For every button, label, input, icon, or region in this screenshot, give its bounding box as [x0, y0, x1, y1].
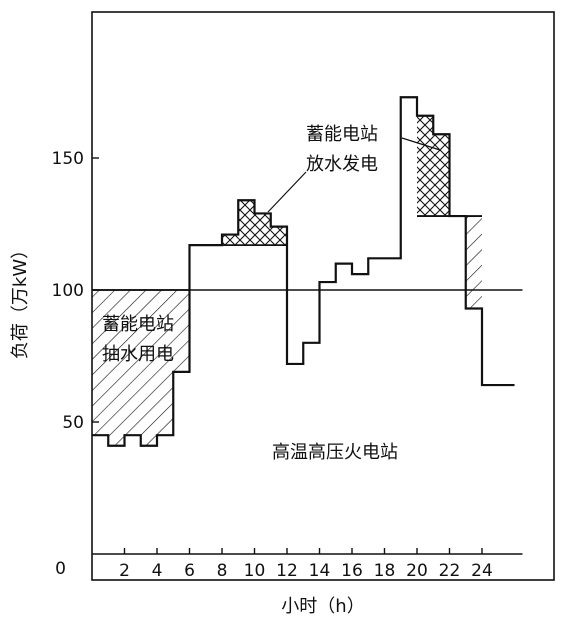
annotation-pump-line1: 蓄能电站 — [102, 314, 174, 335]
load-line — [92, 96, 515, 447]
x-tick-label: 8 — [217, 561, 228, 581]
generation-area-bar — [270, 226, 287, 246]
plot-frame — [91, 11, 555, 581]
x-tick-label: 14 — [309, 561, 331, 581]
x-tick-label: 2 — [119, 561, 130, 581]
annotation-generate-line2: 放水发电 — [306, 154, 378, 175]
x-tick-label: 24 — [471, 561, 493, 581]
pumping-area-bar — [92, 290, 109, 436]
y-axis-label: 负荷（万kW） — [10, 241, 31, 359]
pumping-area-bar — [173, 290, 190, 372]
annotation-thermal: 高温高压火电站 — [272, 442, 398, 463]
x-tick-label: 4 — [152, 561, 163, 581]
x-tick-label: 22 — [439, 561, 461, 581]
generate-leader-line — [267, 171, 307, 213]
generation-area-bar — [254, 213, 271, 246]
x-tick-label: 20 — [406, 561, 428, 581]
generation-area-bar — [238, 200, 255, 246]
generation-area-bar — [433, 134, 450, 217]
storage-areas — [92, 115, 482, 446]
pumping-area-bar — [465, 216, 482, 309]
origin-label: 0 — [55, 559, 66, 579]
x-tick-label: 18 — [374, 561, 396, 581]
x-axis-label: 小时（h） — [281, 596, 364, 617]
x-tick-label: 12 — [276, 561, 298, 581]
y-tick-label: 50 — [62, 413, 84, 433]
pumping-area-bar — [140, 290, 157, 446]
y-tick-label: 100 — [52, 281, 84, 301]
pumping-area-bar — [108, 290, 125, 446]
y-tick-label: 150 — [52, 149, 84, 169]
load-lines — [92, 96, 523, 555]
x-tick-label: 16 — [341, 561, 363, 581]
x-tick-label: 10 — [244, 561, 266, 581]
generation-area-bar — [417, 115, 434, 217]
pumping-area-bar — [124, 290, 141, 436]
x-tick-label: 6 — [184, 561, 195, 581]
generation-area-bar — [222, 234, 239, 246]
annotation-generate-line1: 蓄能电站 — [306, 124, 378, 145]
annotation-pump-line2: 抽水用电 — [102, 344, 174, 365]
pumping-area-bar — [157, 290, 174, 436]
generate-leader-line-right — [401, 137, 441, 151]
